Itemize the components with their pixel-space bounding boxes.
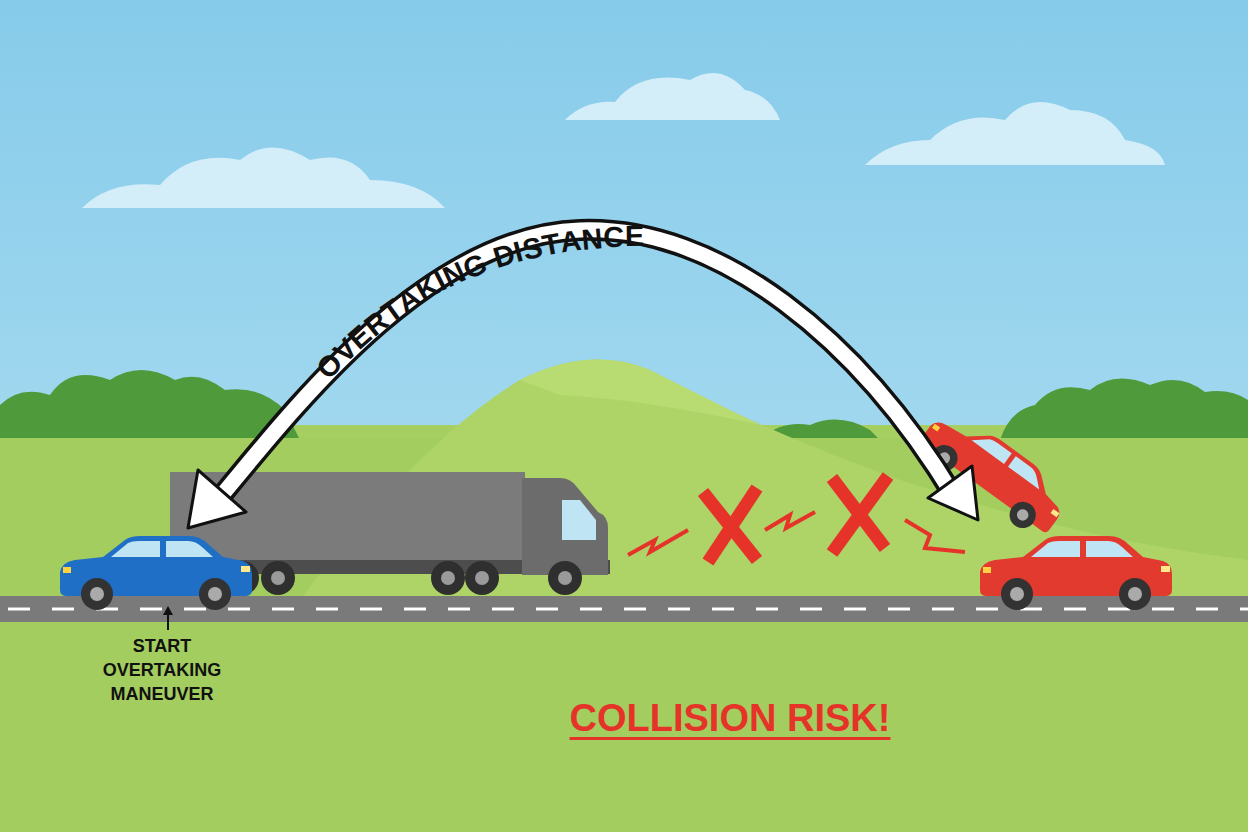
start-label: START OVERTAKING MANEUVER [72, 634, 252, 706]
warning-label: COLLISION RISK! [570, 697, 891, 740]
